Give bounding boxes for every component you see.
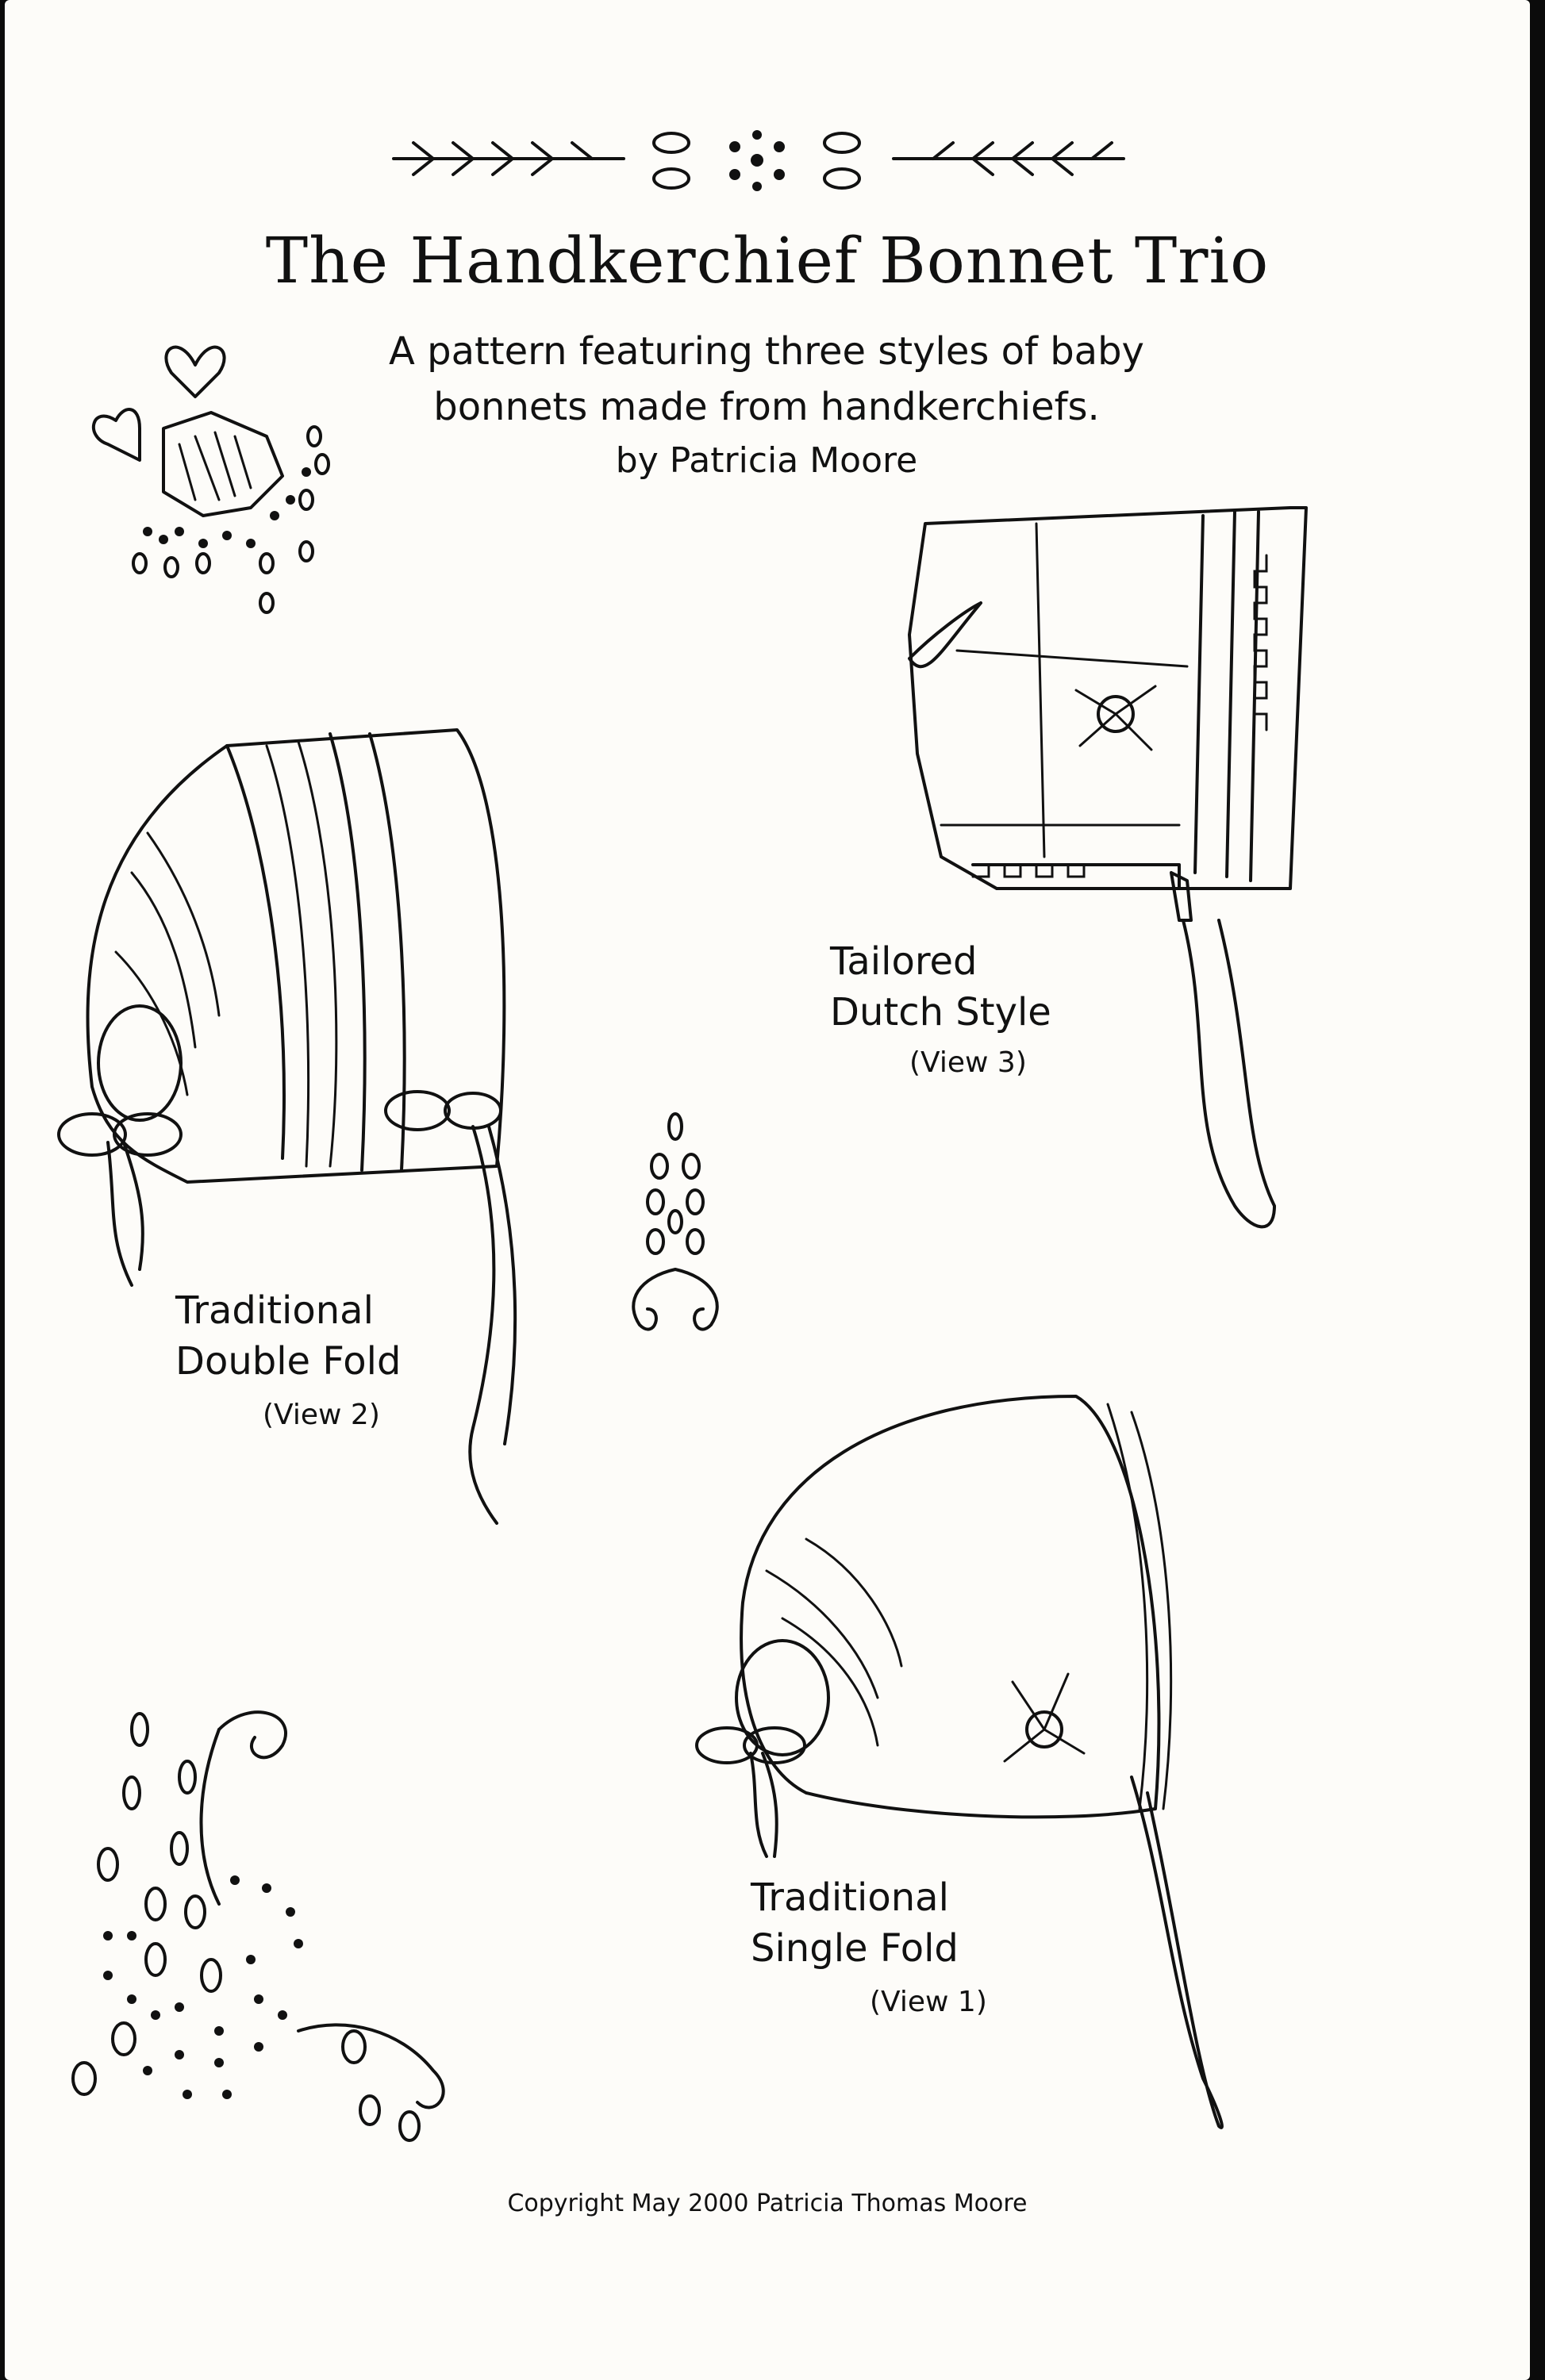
heart-flower-ornament xyxy=(92,345,330,614)
view-3-caption: (View 3) xyxy=(909,1046,1027,1079)
view-3-label-line-2: Dutch Style xyxy=(830,990,1051,1035)
subtitle-line-2: bonnets made from handkerchiefs. xyxy=(433,385,1100,429)
view-1-label-line-2: Single Fold xyxy=(751,1926,959,1971)
view-1-label-line-1: Traditional xyxy=(751,1875,949,1920)
pattern-cover-page: The Handkerchief Bonnet Trio A pattern f… xyxy=(5,0,1530,2380)
top-flourish-ornament xyxy=(392,130,1125,191)
copyright-notice: Copyright May 2000 Patricia Thomas Moore xyxy=(507,2190,1028,2217)
view-2-label-line-2: Double Fold xyxy=(175,1339,402,1384)
floral-corner-ornament xyxy=(71,1710,445,2142)
bonnet-illustration-view-1 xyxy=(695,1395,1224,2129)
subtitle-line-1: A pattern featuring three styles of baby xyxy=(389,329,1144,374)
view-1-caption: (View 1) xyxy=(870,1986,987,2018)
author-line: by Patricia Moore xyxy=(615,440,918,481)
bonnet-illustration-view-3 xyxy=(908,506,1308,1229)
view-3-label-line-1: Tailored xyxy=(830,939,978,984)
bonnet-illustration-view-2 xyxy=(57,728,517,1525)
leaf-drop-ornament xyxy=(632,1112,719,1331)
page-title: The Handkerchief Bonnet Trio xyxy=(265,224,1270,298)
view-2-caption: (View 2) xyxy=(263,1399,380,1431)
view-2-label-line-1: Traditional xyxy=(175,1288,374,1333)
